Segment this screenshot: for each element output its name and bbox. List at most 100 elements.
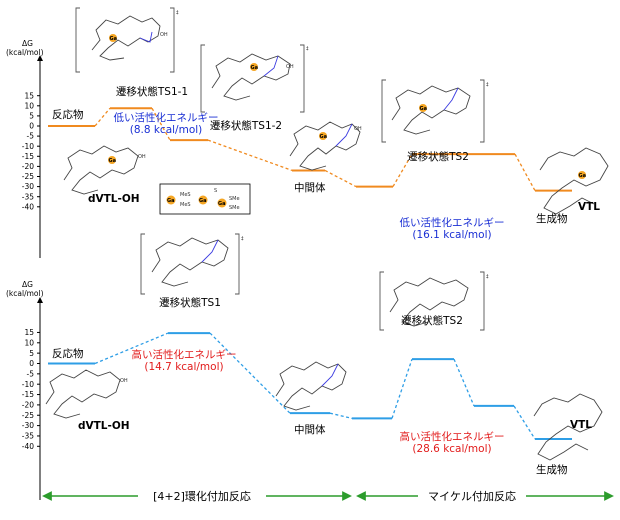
barrier-annotation-0-1: 低い活性化エネルギー (400, 216, 505, 229)
catalyst-box: Ga MeS Ga S Ga SMe SMe MeS (159, 183, 251, 215)
section-arrows: [4+2]環化付加反応 マイケル付加反応 (42, 488, 614, 504)
level-label-1-1: 遷移状態TS1 (159, 296, 221, 309)
y-tick-label-0-0: 15 (24, 91, 34, 100)
y-tick-label-0-8: -25 (22, 172, 34, 181)
level-label-1-2: 中間体 (294, 423, 326, 436)
svg-text:SMe: SMe (229, 205, 240, 211)
ts2-structure-bottom: ‡ (379, 271, 489, 331)
level-label-0-3: 中間体 (294, 181, 326, 194)
structure-label-0-1: VTL (578, 201, 600, 213)
level-label-1-4: 遷移状態TS2 (401, 314, 463, 327)
barrier-value-1-0: (14.7 kcal/mol) (144, 361, 223, 373)
energy-connector-0-6 (514, 153, 536, 191)
barrier-value-0-0: (8.8 kcal/mol) (130, 124, 203, 136)
energy-connector-1-2 (329, 412, 353, 419)
svg-text:Ga: Ga (218, 201, 225, 207)
y-tick-label-0-11: -40 (22, 202, 34, 211)
svg-text:MeS: MeS (180, 192, 191, 198)
barrier-annotation-1-1: 高い活性化エネルギー (400, 430, 505, 443)
svg-text:‡: ‡ (176, 10, 179, 16)
footer-michael-addition-label: マイケル付加反応 (428, 489, 516, 503)
y-tick-label-0-10: -35 (22, 192, 34, 201)
vtl-structure-bottom (533, 393, 603, 461)
dvtl-oh-structure-bottom: OH (45, 369, 128, 419)
barrier-value-0-1: (16.1 kcal/mol) (412, 229, 491, 241)
y-tick-label-1-4: -5 (27, 369, 35, 378)
svg-text:‡: ‡ (241, 236, 244, 242)
y-tick-label-0-6: -15 (22, 152, 34, 161)
ts1-1-structure: ‡ Ga OH (75, 7, 179, 73)
y-tick-label-0-9: -30 (22, 182, 34, 191)
energy-connector-1-0 (94, 332, 169, 365)
y-axis-bottom: ΔG(kcal/mol) (6, 280, 44, 500)
y-tick-label-1-5: -10 (22, 380, 34, 389)
svg-text:Ga: Ga (199, 198, 206, 204)
energy-connector-1-1 (209, 332, 291, 414)
y-tick-label-0-5: -10 (22, 142, 34, 151)
level-label-0-1: 遷移状態TS1-1 (116, 85, 188, 98)
dvtl-oh-structure-top: Ga OH (63, 145, 146, 195)
y-tick-label-1-8: -25 (22, 411, 34, 420)
energy-connector-1-4 (453, 358, 475, 407)
ts1-structure-bottom: ‡ (140, 233, 244, 295)
svg-text:OH: OH (286, 64, 294, 70)
svg-text:OH: OH (120, 378, 128, 384)
y-tick-label-0-1: 10 (24, 101, 34, 110)
y-tick-label-0-4: -5 (27, 132, 35, 141)
level-label-0-5: 遷移状態TS2 (407, 150, 469, 163)
structure-label-1-0: dVTL-OH (78, 420, 130, 432)
svg-text:MeS: MeS (180, 202, 191, 208)
energy-connector-1-3 (391, 358, 413, 419)
y-axis-top: ΔG(kcal/mol) (6, 39, 44, 258)
level-label-0-2: 遷移状態TS1-2 (210, 119, 282, 132)
svg-text:S: S (214, 188, 217, 194)
y-tick-label-1-0: 15 (24, 328, 34, 337)
svg-text:OH: OH (160, 32, 168, 38)
vtl-structure-top: Ga (539, 147, 609, 215)
y-tick-label-1-2: 5 (29, 349, 34, 358)
intermediate-structure-bottom (275, 361, 347, 411)
y-tick-label-0-3: 0 (29, 122, 34, 131)
y-tick-label-1-9: -30 (22, 421, 34, 430)
energy-connector-0-0 (94, 107, 111, 127)
y-axis-title-bottom: ΔG(kcal/mol) (6, 280, 44, 298)
y-tick-label-1-10: -35 (22, 432, 34, 441)
intermediate-structure-top: Ga OH (289, 121, 362, 171)
y-tick-label-0-7: -20 (22, 162, 34, 171)
svg-text:Ga: Ga (167, 198, 174, 204)
svg-text:‡: ‡ (486, 82, 489, 88)
svg-text:Ga: Ga (251, 65, 258, 71)
svg-text:‡: ‡ (486, 274, 489, 280)
footer-cycloaddition-label: [4+2]環化付加反応 (153, 489, 251, 503)
y-tick-label-1-7: -20 (22, 401, 34, 410)
svg-text:Ga: Ga (110, 36, 117, 42)
energy-connector-1-5 (513, 405, 536, 440)
y-tick-label-1-1: 10 (24, 338, 34, 347)
y-tick-label-1-6: -15 (22, 390, 34, 399)
energy-connector-0-2 (207, 139, 293, 172)
svg-text:Ga: Ga (579, 173, 586, 179)
svg-text:Ga: Ga (420, 106, 427, 112)
ts2-structure-top: ‡ Ga (381, 79, 489, 143)
level-label-0-0: 反応物 (52, 108, 84, 121)
svg-text:Ga: Ga (320, 134, 327, 140)
level-label-0-7: 生成物 (536, 212, 568, 225)
y-tick-label-1-3: 0 (29, 359, 34, 368)
svg-text:‡: ‡ (306, 46, 309, 52)
svg-text:OH: OH (138, 154, 146, 160)
ts1-2-structure: ‡ Ga OH (200, 44, 309, 113)
barrier-value-1-1: (28.6 kcal/mol) (412, 443, 491, 455)
energy-connector-0-4 (392, 153, 413, 187)
level-label-1-0: 反応物 (52, 347, 84, 360)
svg-text:OH: OH (354, 126, 362, 132)
structure-label-0-0: dVTL-OH (88, 193, 140, 205)
energy-connector-0-1 (151, 107, 171, 141)
barrier-annotation-0-0: 低い活性化エネルギー (114, 111, 219, 124)
structure-label-1-1: VTL (570, 419, 592, 431)
svg-text:Ga: Ga (109, 158, 116, 164)
y-tick-label-0-2: 5 (29, 112, 34, 121)
level-label-1-6: 生成物 (536, 463, 568, 476)
y-tick-label-1-11: -40 (22, 442, 34, 451)
y-axis-title-top: ΔG(kcal/mol) (6, 39, 44, 57)
